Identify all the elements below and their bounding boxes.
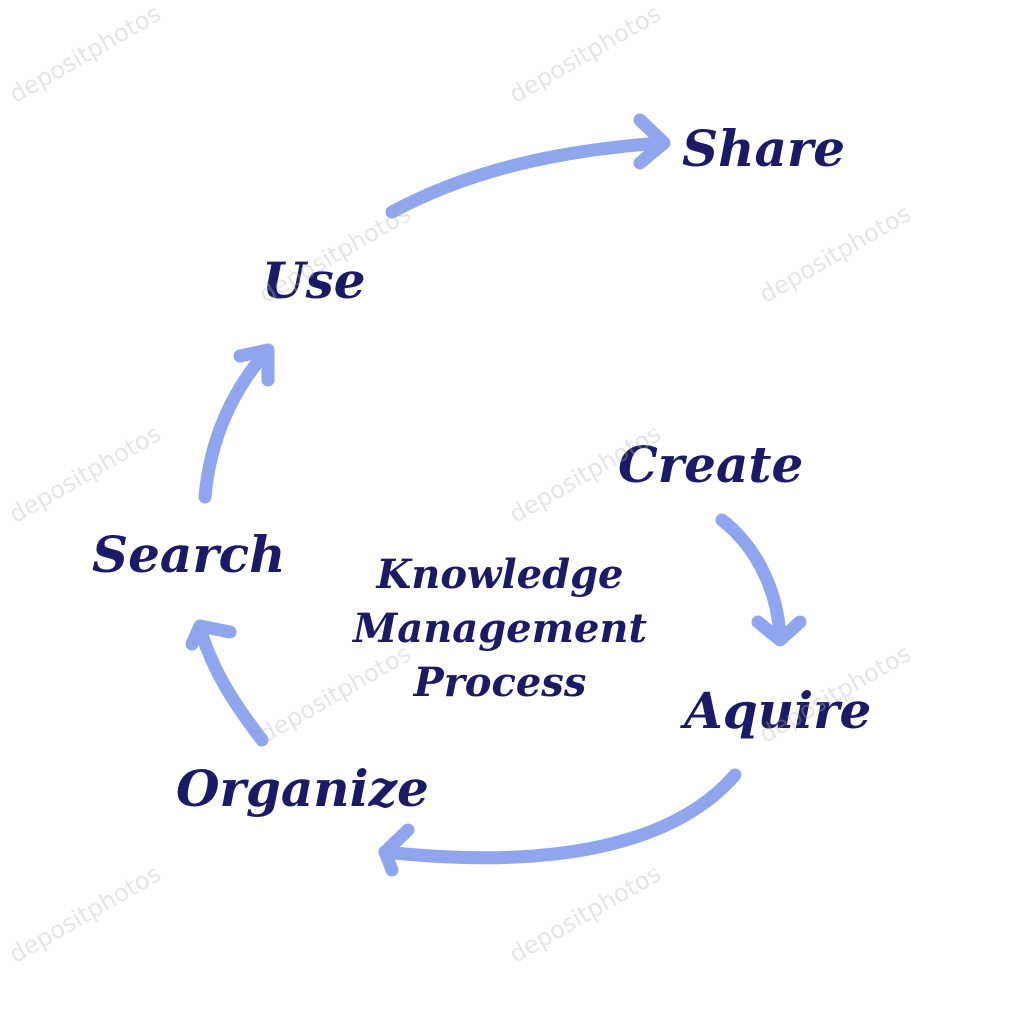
arrowhead-search	[185, 619, 237, 651]
step-share: Share	[682, 119, 846, 178]
arrowhead-share	[633, 113, 671, 170]
arrowhead-organize	[378, 823, 415, 877]
step-aquire: Aquire	[684, 681, 872, 740]
arrow-search-to-use	[198, 343, 275, 504]
step-create: Create	[618, 435, 804, 494]
arrow-create-to-aquire	[715, 513, 787, 645]
arrow-organize-to-search	[193, 621, 269, 747]
arrow-aquire-to-organize	[378, 768, 742, 865]
step-organize: Organize	[176, 759, 429, 818]
title-line-3: Process	[413, 659, 587, 706]
arrow-use-to-share	[385, 136, 669, 219]
arrowhead-aquire	[751, 615, 807, 647]
step-search: Search	[92, 525, 286, 584]
arrowhead-use	[233, 343, 275, 387]
diagram-title: Knowledge Management Process	[300, 548, 700, 710]
title-line-2: Management	[353, 605, 647, 652]
step-use: Use	[262, 251, 366, 310]
title-line-1: Knowledge	[376, 551, 624, 598]
